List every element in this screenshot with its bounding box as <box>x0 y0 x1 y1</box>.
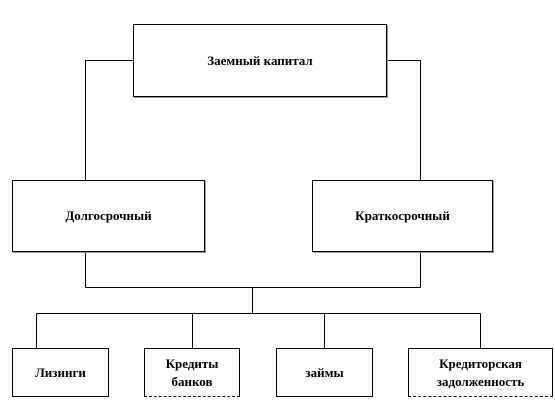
node-short-term: Краткосрочный <box>312 180 493 252</box>
node-loans: займы <box>276 348 373 397</box>
connector-root-right <box>387 60 421 180</box>
connector-root-left <box>85 60 134 180</box>
node-accounts-payable: Кредиторская задолженность <box>408 348 553 397</box>
node-bank-credits: Кредиты банков <box>144 348 240 397</box>
node-accounts-payable-label: Кредиторская задолженность <box>436 355 525 389</box>
node-long-term: Долгосрочный <box>12 180 205 252</box>
node-leasing: Лизинги <box>12 348 109 397</box>
node-long-term-label: Долгосрочный <box>65 208 152 223</box>
node-loans-label: займы <box>305 364 344 380</box>
node-bank-credits-label: Кредиты банков <box>165 355 219 389</box>
node-short-term-label: Краткосрочный <box>355 208 450 223</box>
node-root-label: Заемный капитал <box>207 52 313 68</box>
node-root-borrowed-capital: Заемный капитал <box>133 24 387 97</box>
node-leasing-label: Лизинги <box>35 364 86 380</box>
